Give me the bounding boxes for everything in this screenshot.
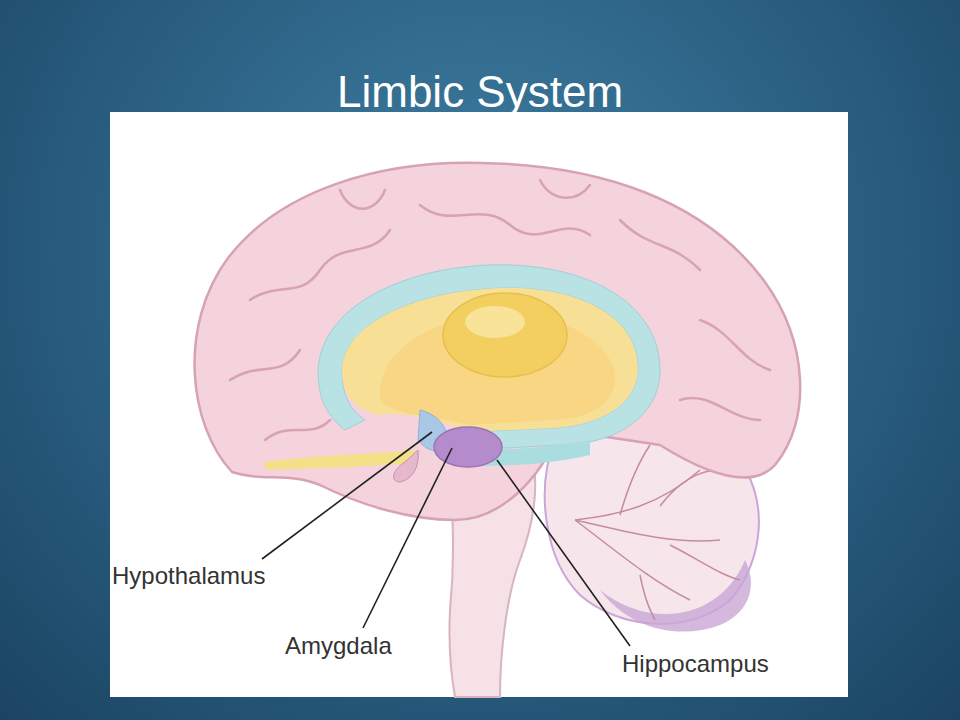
white-panel [110, 112, 848, 697]
thalamus-highlight [465, 306, 525, 338]
corpus-callosum [342, 288, 638, 432]
cerebrum [195, 163, 801, 520]
leader-line [497, 460, 630, 646]
leader-lines [262, 432, 630, 646]
cingulate-gyrus [318, 265, 660, 450]
part-label: Amygdala [285, 632, 392, 660]
leader-line [363, 448, 452, 628]
thalamus [443, 293, 567, 377]
amygdala-shape [434, 427, 502, 467]
slide-title: Limbic System [337, 66, 623, 118]
cerebellum-shade [600, 560, 751, 632]
part-label: Hypothalamus [112, 562, 265, 590]
gyri [230, 180, 770, 440]
pituitary [394, 450, 419, 482]
part-label: Hippocampus [622, 650, 769, 678]
